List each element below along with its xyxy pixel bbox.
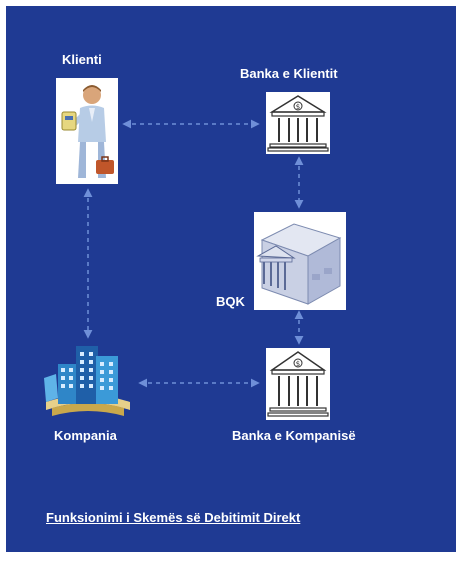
client-bank-label: Banka e Klientit bbox=[240, 66, 338, 81]
bqk-label: BQK bbox=[216, 294, 245, 309]
svg-text:$: $ bbox=[296, 360, 300, 368]
svg-text:$: $ bbox=[296, 103, 300, 111]
person-with-card-icon bbox=[56, 78, 118, 184]
diagram-caption: Funksionimi i Skemës së Debitimit Direkt bbox=[46, 510, 301, 525]
company-bank-label: Banka e Kompanisë bbox=[232, 428, 356, 443]
company-label: Kompania bbox=[54, 428, 117, 443]
client-bank-icon: $ bbox=[266, 92, 330, 154]
central-bank-building-icon bbox=[254, 212, 346, 310]
company-bank-icon: $ bbox=[266, 348, 330, 420]
client-label: Klienti bbox=[62, 52, 102, 67]
company-building-icon bbox=[42, 338, 134, 424]
